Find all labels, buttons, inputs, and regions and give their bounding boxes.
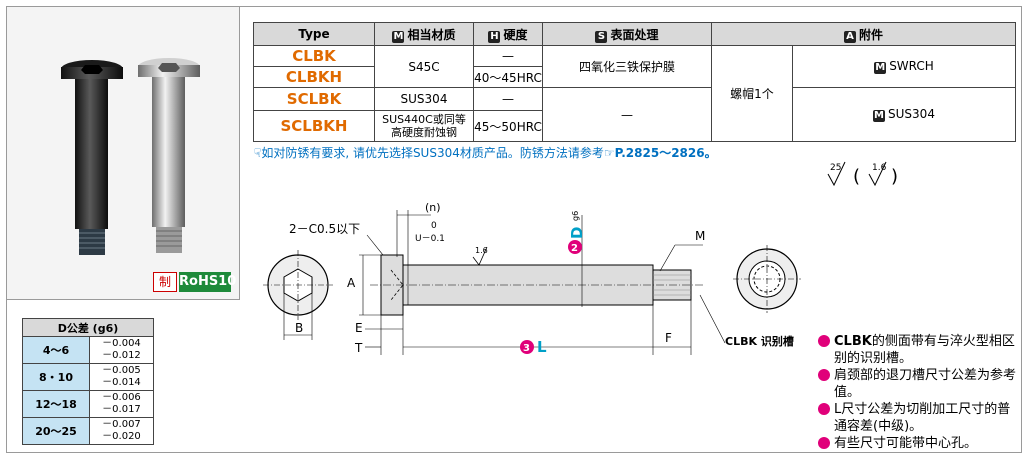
tolerance-value: －0.007－0.020 (89, 417, 154, 445)
groove-label: CLBK 识别槽 (725, 334, 794, 348)
svg-text:3: 3 (523, 343, 530, 354)
surface-oxide: 四氧化三铁保护膜 (542, 45, 712, 88)
type-sclbkh: SCLBKH (253, 110, 375, 142)
surface-dash: — (542, 87, 712, 142)
hardness-key-icon: H (488, 30, 501, 43)
roughness-value-a: 25 (830, 163, 841, 173)
roughness-icon (868, 161, 887, 187)
note-item: L尺寸公差为切削加工尺寸的普通容差(中级)。 (818, 401, 1023, 435)
dim-e: E (355, 321, 363, 335)
roughness-value-b: 1.6 (872, 163, 887, 173)
dim-l: L (537, 338, 547, 356)
tolerance-value: －0.005－0.014 (89, 363, 154, 391)
end-view-right (733, 245, 801, 313)
hardness-sclbkh: 45～50HRC (473, 110, 543, 142)
d-tolerance-table: D公差 (g6) 4～6 －0.004－0.012 8・10 －0.005－0.… (22, 318, 154, 445)
material-sus304: SUS304 (374, 87, 474, 111)
table-row: 4～6 －0.004－0.012 (22, 336, 154, 364)
roughness-icon (827, 161, 846, 187)
frame-right (1021, 6, 1022, 452)
dim-d-tolerance: g6 (571, 211, 580, 221)
table-row: 8・10 －0.005－0.014 (22, 363, 154, 391)
svg-text:(: ( (853, 166, 860, 187)
notes-list: CLBK的侧面带有与淬火型相区别的识别槽。 肩颈部的退刀槽尺寸公差为参考值。 L… (818, 333, 1023, 452)
tolerance-header: D公差 (g6) (22, 318, 154, 337)
end-view-left: B (263, 250, 333, 340)
material-s45c: S45C (374, 45, 474, 88)
product-photo (61, 58, 200, 255)
dim-t: T (354, 341, 363, 355)
tolerance-range: 8・10 (22, 363, 90, 391)
product-photo-panel: 制 RoHS10 (6, 6, 240, 300)
acc-material-key-icon: M (873, 110, 886, 122)
made-badge: 制 (153, 272, 177, 292)
acc-material-key-icon: M (874, 62, 887, 74)
tol-lower: U－0.1 (415, 234, 445, 244)
black-shoulder-bolt (61, 60, 123, 255)
header-type: Type (253, 22, 375, 46)
dim-n: (n) (425, 201, 441, 214)
note-item: 有些尺寸可能带中心孔。 (818, 435, 1023, 452)
d-number-badge (568, 240, 582, 254)
note-item: 肩颈部的退刀槽尺寸公差为参考值。 (818, 367, 1023, 401)
surface-roughness-symbols: 25 ( 1.6 ) (827, 161, 898, 187)
hardness-clbkh: 40～45HRC (473, 66, 543, 88)
dim-b: B (295, 321, 303, 335)
frame-left (6, 298, 7, 452)
type-clbk: CLBK (253, 45, 375, 67)
tol-upper: 0 (431, 221, 437, 231)
type-sclbk: SCLBK (253, 87, 375, 111)
tolerance-range: 20～25 (22, 417, 90, 445)
dim-d: D (568, 227, 586, 239)
svg-text:): ) (891, 166, 898, 187)
reference-icon: ☞ (603, 146, 615, 160)
dim-a: A (347, 276, 356, 290)
rohs-badge: RoHS10 (179, 272, 236, 292)
dim-f: F (665, 331, 672, 345)
table-row: 20～25 －0.007－0.020 (22, 417, 154, 445)
hardness-clbk: — (473, 45, 543, 67)
tolerance-value: －0.006－0.017 (89, 390, 154, 418)
technical-drawing: B A 2－C0.5以下 (n) 0 U－0.1 1.6 2 D g6 (263, 201, 801, 356)
dim-m: M (695, 229, 705, 243)
material-sus440c: SUS440C或同等高硬度耐蚀钢 (374, 110, 474, 142)
note-page-reference[interactable]: P.2825～2826。 (614, 146, 717, 160)
side-view: A 2－C0.5以下 (n) 0 U－0.1 1.6 2 D g6 M E T (289, 201, 794, 356)
note-item: CLBK的侧面带有与淬火型相区别的识别槽。 (818, 333, 1023, 367)
material-key-icon: M (392, 30, 405, 43)
table-row: 12～18 －0.006－0.017 (22, 390, 154, 418)
note-icon: ☟ (254, 146, 262, 160)
frame-top (240, 6, 1022, 7)
type-clbkh: CLBKH (253, 66, 375, 88)
rust-note: ☟如对防锈有要求, 请优先选择SUS304材质产品。防锈方法请参考☞P.2825… (254, 146, 717, 160)
silver-shoulder-bolt (138, 58, 200, 253)
tolerance-value: －0.004－0.012 (89, 336, 154, 364)
accessory-nut: 螺帽1个 (711, 45, 793, 142)
tolerance-range: 12～18 (22, 390, 90, 418)
svg-text:2: 2 (571, 243, 578, 254)
hardness-sclbk: — (473, 87, 543, 111)
drawing-roughness: 1.6 (475, 246, 488, 255)
accessory-key-icon: A (843, 30, 856, 43)
frame-bottom (6, 452, 1022, 453)
surface-key-icon: S (595, 30, 608, 43)
tolerance-range: 4～6 (22, 336, 90, 364)
chamfer-label: 2－C0.5以下 (289, 222, 360, 236)
l-number-badge (520, 340, 534, 354)
